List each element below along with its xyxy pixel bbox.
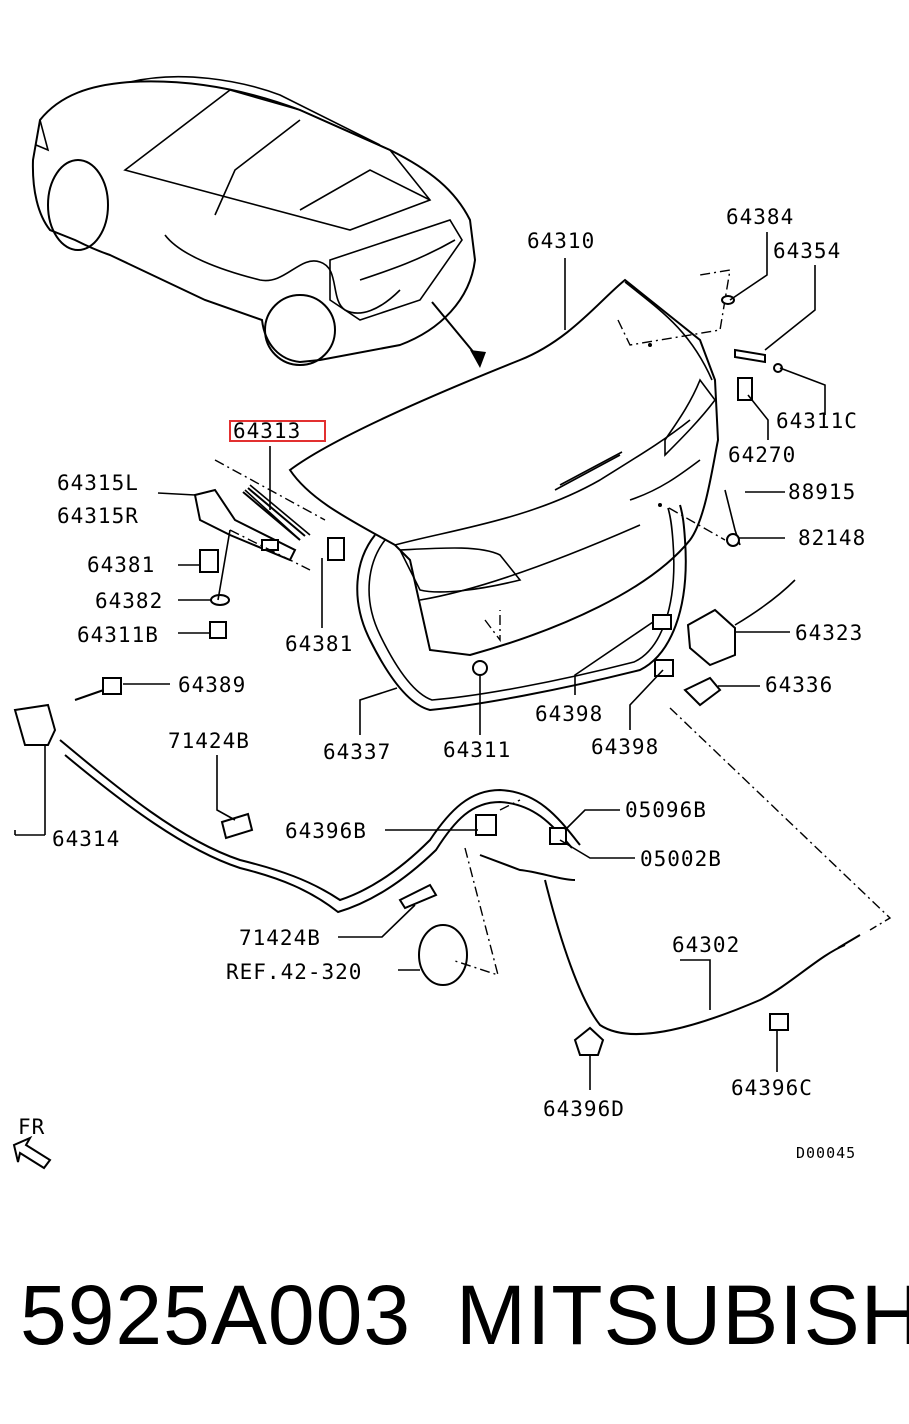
label-71424B-bottom: 71424B: [239, 926, 321, 950]
trunk-lid: [288, 269, 731, 657]
label-64381-left: 64381: [87, 553, 155, 577]
label-64315L: 64315L: [57, 471, 139, 495]
label-64302: 64302: [672, 933, 740, 957]
label-88915: 88915: [788, 480, 856, 504]
brand-name: MITSUBISHI: [456, 1268, 909, 1362]
latch-assembly: [683, 489, 796, 707]
label-64354: 64354: [773, 239, 841, 263]
label-ref-42-320: REF.42-320: [226, 960, 362, 984]
label-64311C: 64311C: [776, 409, 858, 433]
label-64396D: 64396D: [543, 1097, 625, 1121]
label-64311: 64311: [443, 738, 511, 762]
label-82148: 82148: [798, 526, 866, 550]
label-64315R: 64315R: [57, 504, 139, 528]
release-cable: [59, 739, 861, 1056]
label-64310: 64310: [527, 229, 595, 253]
label-64396C: 64396C: [731, 1076, 813, 1100]
label-64323: 64323: [795, 621, 863, 645]
label-64311B: 64311B: [77, 623, 159, 647]
label-64270: 64270: [728, 443, 796, 467]
label-64398-left: 64398: [535, 702, 603, 726]
label-64337: 64337: [323, 740, 391, 764]
label-64398-right: 64398: [591, 735, 659, 759]
label-fr: FR: [18, 1115, 45, 1139]
hinge-assembly: [193, 484, 311, 562]
highlight-box: [229, 420, 326, 442]
hinge-bracket-64314: [13, 703, 57, 746]
label-64314: 64314: [52, 827, 120, 851]
label-64313: 64313: [233, 419, 301, 443]
label-64396B: 64396B: [285, 819, 367, 843]
car-outline: [31, 75, 486, 368]
label-64384: 64384: [726, 205, 794, 229]
part-number: 5925A003: [20, 1268, 412, 1362]
label-64382: 64382: [95, 589, 163, 613]
label-diagram-code: D00045: [796, 1144, 856, 1162]
label-64381-right: 64381: [285, 632, 353, 656]
trunk-lid-exploded-view: 64384 64354 64310 64311C 64270 64313 643…: [12, 75, 892, 1170]
label-64336: 64336: [765, 673, 833, 697]
front-direction-arrow: [12, 1135, 52, 1170]
label-05096B: 05096B: [625, 798, 707, 822]
weatherstrip: [356, 504, 687, 712]
leader-lines: [14, 232, 826, 1090]
label-64389: 64389: [178, 673, 246, 697]
label-05002B: 05002B: [640, 847, 722, 871]
label-71424B-top: 71424B: [168, 729, 250, 753]
footer: 5925A003 MITSUBISHI: [0, 1255, 909, 1395]
parts-diagram: 64384 64354 64310 64311C 64270 64313 643…: [12, 75, 892, 1170]
gas-strut-64313: [242, 487, 306, 541]
